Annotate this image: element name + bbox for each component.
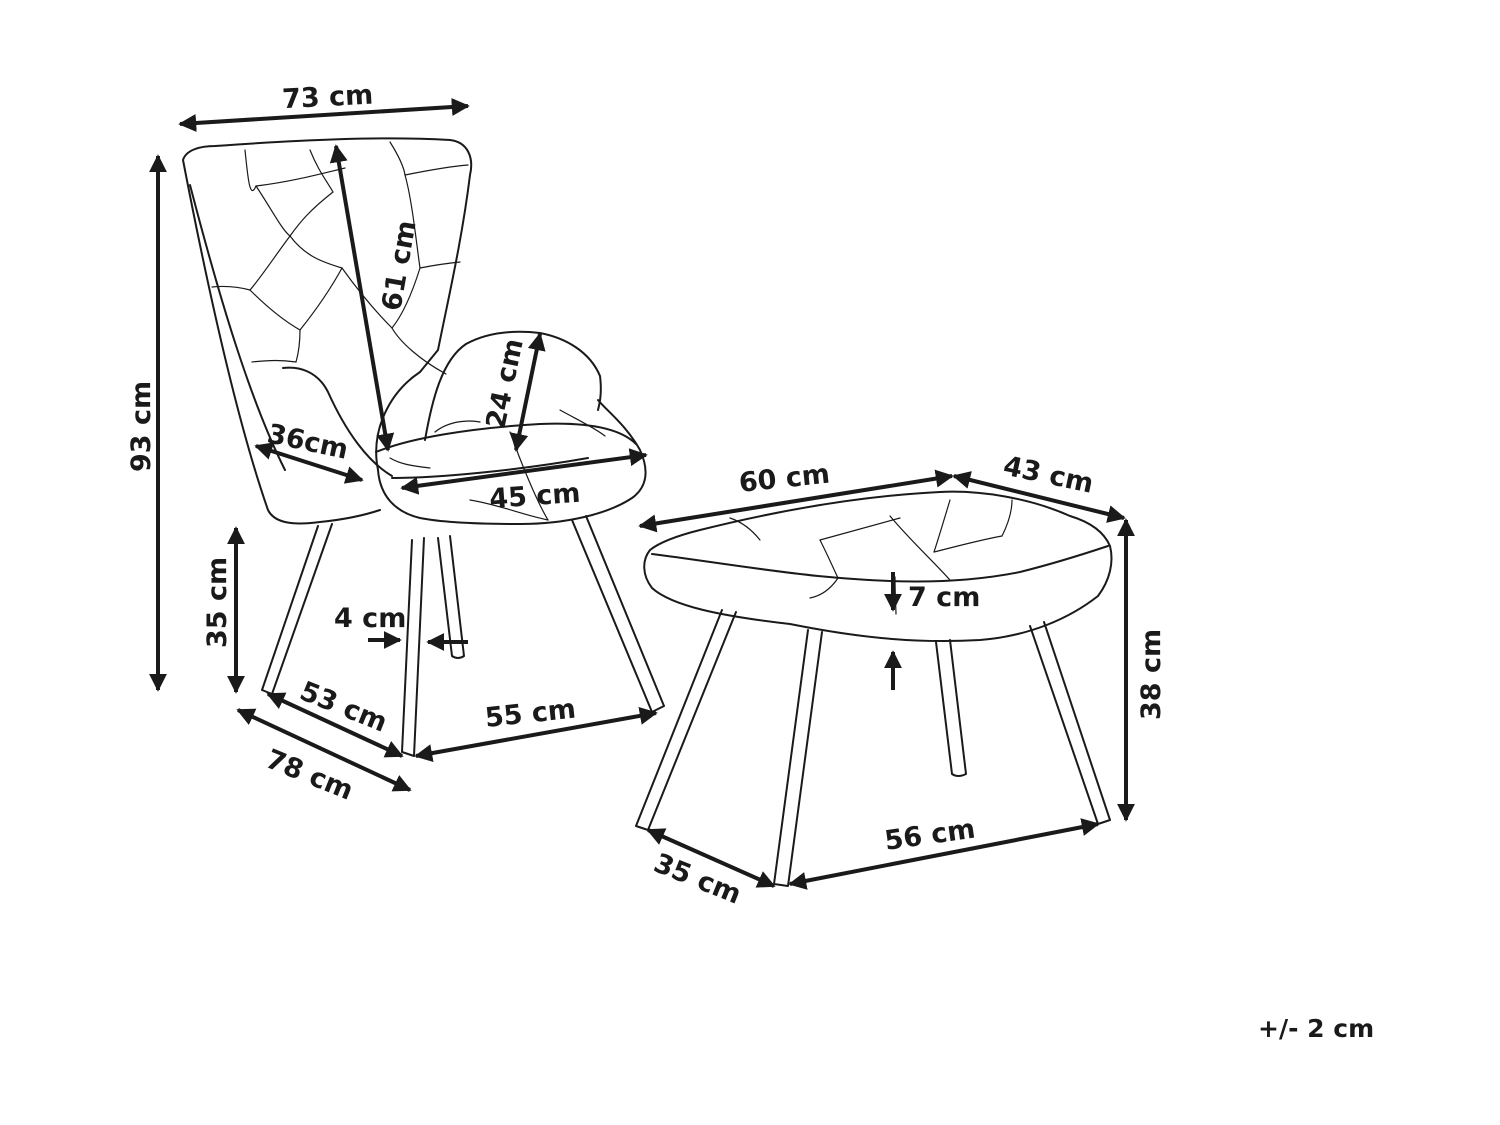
tolerance-label: +/- 2 cm [1258,1014,1374,1043]
chair-armrest-depth-arrow [254,442,364,484]
footstool-legs [635,609,1111,887]
footstool-cushion-top [651,545,1109,583]
chair-armrest-arrow [510,332,546,452]
footstool-leg-depth-arrow [646,828,776,888]
chair-tufting [211,141,606,521]
footstool-leg-depth-label: 35 cm [649,848,745,911]
chair-backrest-arrow [329,144,395,452]
chair-seat-width-label: 45 cm [488,478,581,515]
armchair-drawing [182,137,665,757]
footstool-leg-front-left [635,609,737,831]
footstool-height-label: 38 cm [1136,629,1167,720]
chair-leg-front-right [571,515,665,713]
chair-leg-back-right [437,535,465,659]
chair-leg-height-label: 35 cm [202,557,233,648]
chair-armrest-depth-label: 36cm [265,419,351,466]
chair-leg-back-left [261,523,333,695]
footstool-leg-back-right [1029,621,1111,825]
chair-leg-front-left [401,537,425,757]
footstool-leg-span-arrow [788,818,1100,890]
chair-depth-arrow [236,708,412,792]
chair-width-arrow [178,98,470,132]
footstool-drawing [635,490,1113,887]
chair-depth-label: 78 cm [261,744,357,807]
footstool-width-arrow [638,469,954,533]
footstool-depth-arrow [952,471,1126,523]
footstool-width-label: 60 cm [737,459,831,499]
dimension-arrows [149,98,1135,890]
dimension-labels: 73 cm 93 cm 61 cm 24 cm 36cm 45 cm 35 cm… [126,80,1374,1043]
chair-height-label: 93 cm [126,381,157,472]
chair-width-label: 73 cm [281,80,374,116]
chair-backrest-label: 61 cm [376,218,422,313]
chair-seat-width-arrow [400,448,648,495]
footstool-leg-back-left [935,639,967,777]
chair-seat [375,422,637,479]
chair-leg-width-label: 4 cm [334,603,406,634]
footstool-leg-front-right [773,629,823,887]
chair-leg-span-arrow [414,706,658,763]
footstool-cushion-label: 7 cm [908,582,980,613]
